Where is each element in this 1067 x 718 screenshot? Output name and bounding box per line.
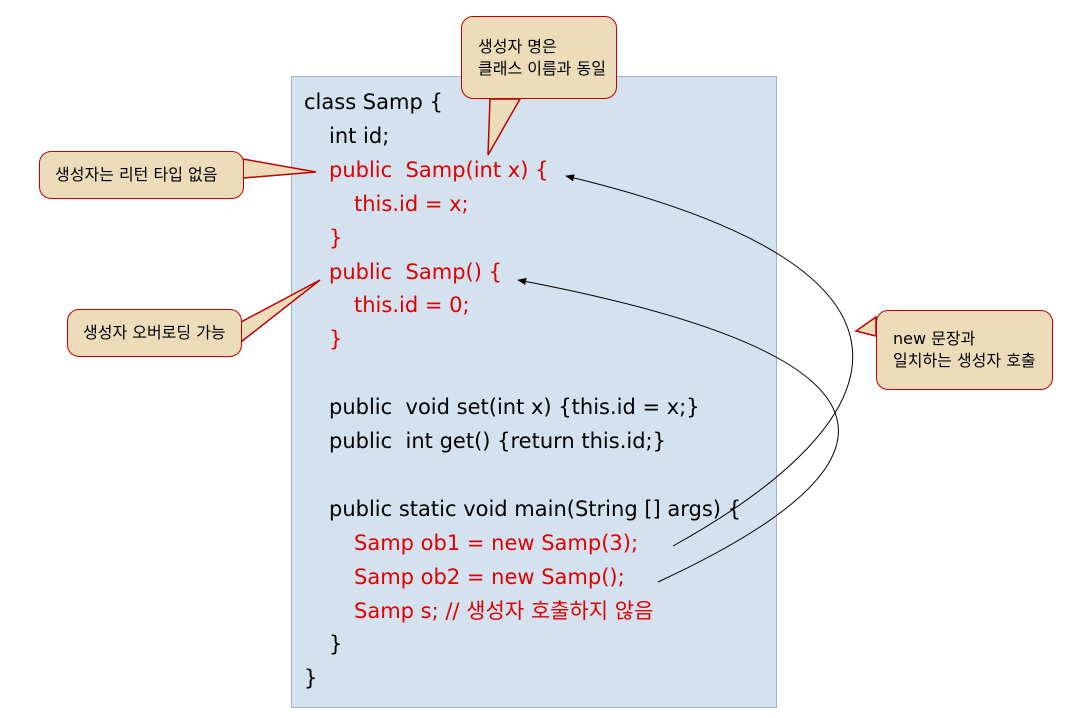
code-line: Samp ob2 = new Samp(); [354, 564, 625, 589]
code-line: this.id = x; [354, 191, 469, 216]
code-line: public Samp() { [329, 259, 502, 284]
code-line: this.id = 0; [354, 293, 470, 318]
code-line: } [329, 327, 343, 352]
code-line: public void set(int x) {this.id = x;} [329, 395, 700, 420]
code-line: int id; [329, 123, 390, 148]
callout-no-return-text: 생성자는 리턴 타입 없음 [55, 165, 218, 184]
callout-overloading-text: 생성자 오버로딩 가능 [83, 323, 226, 342]
code-line: public static void main(String [] args) … [329, 496, 742, 521]
callout-new-call-text: new 문장과 일치하는 생성자 호출 [893, 329, 1036, 370]
code-line: } [329, 225, 343, 250]
callout-constructor-name-text: 생성자 명은 클래스 이름과 동일 [478, 36, 606, 78]
code-line: class Samp { [304, 90, 443, 114]
code-line: } [329, 632, 343, 657]
code-line: } [304, 666, 318, 691]
callout-constructor-name: 생성자 명은 클래스 이름과 동일 [461, 16, 617, 99]
code-line: public Samp(int x) { [329, 157, 549, 182]
code-line: Samp s; // 생성자 호출하지 않음 [354, 598, 654, 623]
code-line: public int get() {return this.id;} [329, 429, 666, 453]
callout-new-call: new 문장과 일치하는 생성자 호출 [876, 310, 1053, 390]
callout-overloading: 생성자 오버로딩 가능 [67, 309, 242, 357]
code-line: Samp ob1 = new Samp(3); [354, 530, 639, 555]
callout-tail-new-call [854, 315, 877, 337]
callout-no-return: 생성자는 리턴 타입 없음 [39, 151, 244, 199]
